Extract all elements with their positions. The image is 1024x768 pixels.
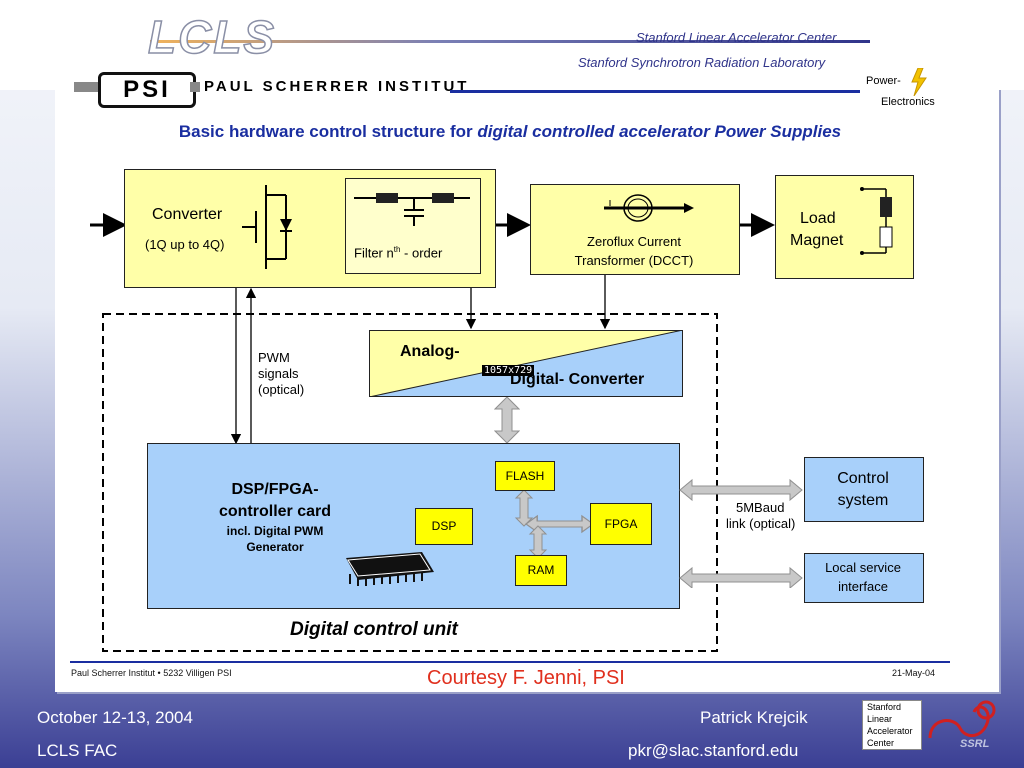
dsp-card-line2: controller card xyxy=(218,503,332,520)
slac-logo-l4: Center xyxy=(867,738,895,748)
title-italic: digital controlled accelerator Power Sup… xyxy=(477,122,842,141)
control-line1: Control xyxy=(837,470,889,487)
magnet-coil-icon xyxy=(860,187,893,255)
slac-logo-l3: Accelerator xyxy=(867,726,913,736)
event-name: LCLS FAC xyxy=(37,741,118,760)
author-email: pkr@slac.stanford.edu xyxy=(628,741,799,760)
slac-logo-l2: Linear xyxy=(867,714,893,724)
power-electronics-line1: Power- xyxy=(866,75,901,87)
filter-label-text: Filter n xyxy=(354,245,394,261)
control-line2: system xyxy=(837,492,889,509)
filter-circuit-icon xyxy=(354,193,470,226)
fpga-chip: FPGA xyxy=(590,503,652,545)
lightning-bolt-icon xyxy=(911,68,927,96)
org-line-ssrl: Stanford Synchrotron Radiation Laborator… xyxy=(578,55,826,70)
psi-logo-bar-left xyxy=(74,82,98,92)
external-link-arrows xyxy=(679,478,803,588)
ram-chip: RAM xyxy=(515,555,567,586)
adc-top-label: Analog- xyxy=(400,343,460,360)
dsp-card-line3: incl. Digital PWM xyxy=(226,524,324,538)
digital-control-unit-border xyxy=(102,313,718,652)
local-service-block xyxy=(804,553,924,603)
digital-control-unit-label: Digital control unit xyxy=(290,619,458,640)
psi-logo-bar-right xyxy=(190,82,200,92)
filter-label-sup: th xyxy=(393,245,401,254)
control-system-block xyxy=(804,457,924,522)
dsp-card-line4: Generator xyxy=(246,540,304,554)
psi-institute-name: PAUL SCHERRER INSTITUT xyxy=(204,78,470,95)
size-badge: 1057x729 xyxy=(482,365,535,376)
slac-logo-l1: Stanford xyxy=(867,702,902,712)
load-line1: Load xyxy=(800,210,836,227)
dsp-chip: DSP xyxy=(415,508,473,545)
slide-title: Basic hardware control structure for dig… xyxy=(60,122,960,142)
pwm-line3: (optical) xyxy=(258,382,305,397)
link-line1: 5MBaud xyxy=(736,500,785,515)
local-line2: interface xyxy=(838,579,888,594)
load-line2: Magnet xyxy=(790,232,844,249)
event-date: October 12-13, 2004 xyxy=(37,708,193,727)
local-line1: Local service xyxy=(825,560,901,575)
lcls-logo: LCLS xyxy=(147,10,277,64)
ssrl-logo-icon xyxy=(928,700,996,739)
transistor-icon xyxy=(242,185,292,269)
converter-subtitle: (1Q up to 4Q) xyxy=(145,237,225,252)
dcct-sensor-icon xyxy=(604,194,694,222)
adc-dsp-double-arrow xyxy=(494,397,520,443)
filter-label-suffix: - order xyxy=(400,245,443,261)
ssrl-logo-text: SSRL xyxy=(960,738,990,750)
dsp-card-line1: DSP/FPGA- xyxy=(231,481,319,498)
author-name: Patrick Krejcik xyxy=(700,708,808,727)
converter-title: Converter xyxy=(152,206,223,223)
dcct-line1: Zeroflux Current xyxy=(587,234,681,249)
link-line2: link (optical) xyxy=(726,516,796,531)
footer-left: Paul Scherrer Institut • 5232 Villigen P… xyxy=(71,668,232,678)
filter-label: Filter nth - order xyxy=(354,245,442,260)
power-electronics-line2: Electronics xyxy=(881,96,935,108)
courtesy-note: Courtesy F. Jenni, PSI xyxy=(427,667,625,689)
pwm-line2: signals xyxy=(258,366,299,381)
title-plain: Basic hardware control structure for xyxy=(178,122,478,141)
chip-icon xyxy=(346,552,434,586)
dcct-line2: Transformer (DCCT) xyxy=(574,253,694,268)
adc-block xyxy=(369,330,683,397)
slac-logo: Stanford Linear Accelerator Center xyxy=(862,700,922,750)
org-line-slac: Stanford Linear Accelerator Center xyxy=(636,30,837,45)
slide-footer-rule xyxy=(70,661,950,663)
chip-interconnect-arrows xyxy=(514,489,594,559)
flash-chip: FLASH xyxy=(495,461,555,491)
footer-right: 21-May-04 xyxy=(892,668,936,678)
pwm-line1: PWM xyxy=(258,350,290,365)
psi-header-rule xyxy=(450,90,860,93)
lcls-underline xyxy=(150,40,870,43)
adc-bottom-label: Digital- Converter xyxy=(510,371,645,388)
dcct-block xyxy=(530,184,740,275)
